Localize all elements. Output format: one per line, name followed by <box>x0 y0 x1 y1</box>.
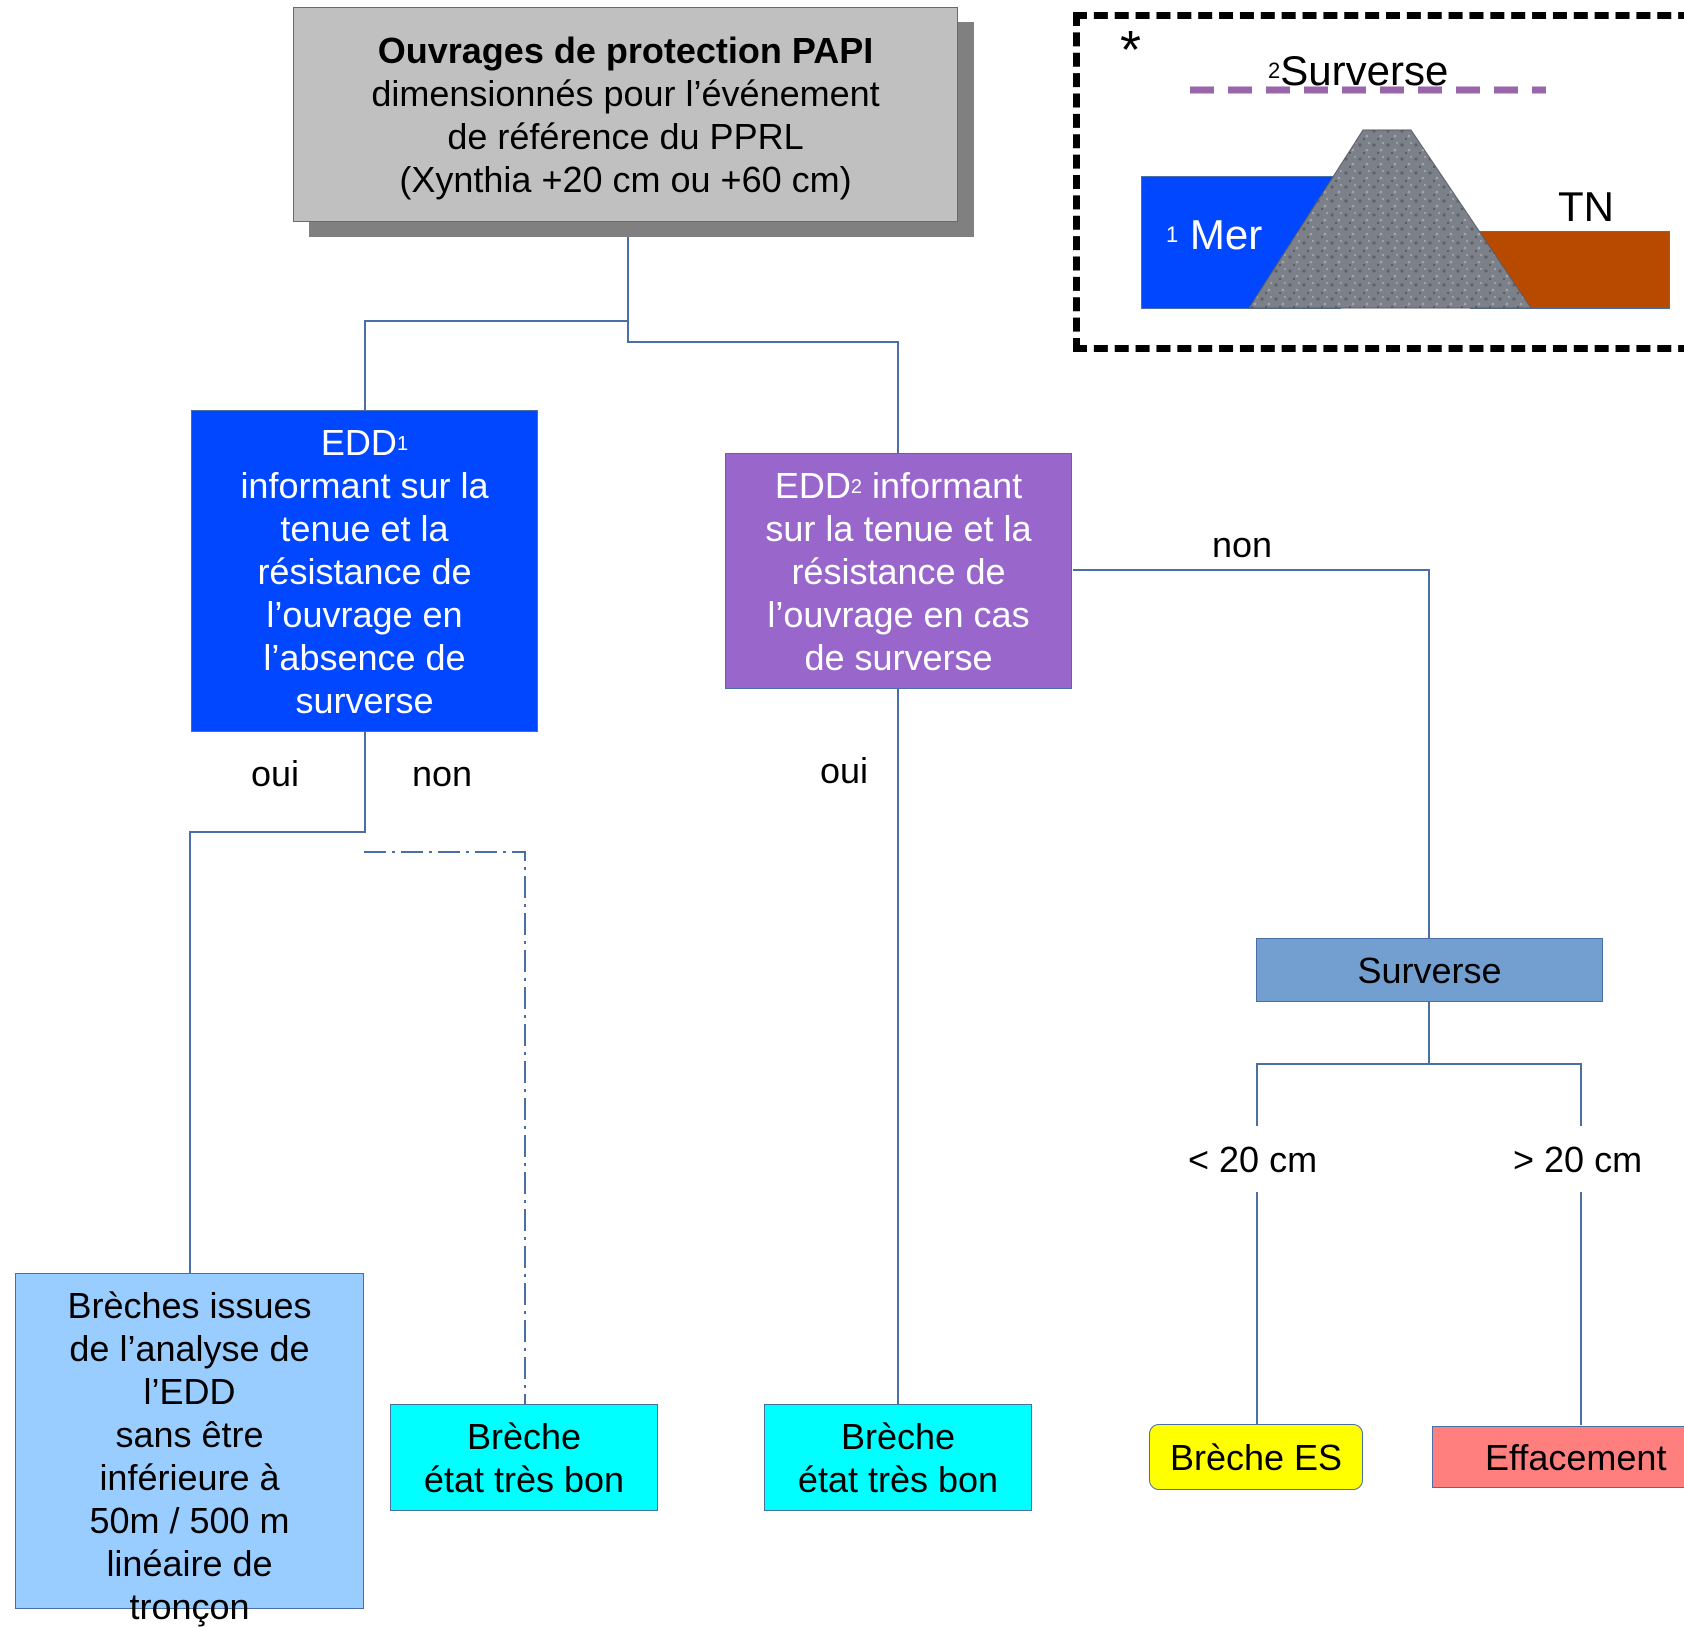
edd1-line: résistance de <box>257 550 472 592</box>
breches-edd-line: l’EDD <box>143 1371 236 1412</box>
label-edd2-non: non <box>1212 524 1273 565</box>
edd1-line: informant sur la <box>240 464 489 506</box>
effacement-box: Effacement <box>1432 1426 1684 1488</box>
breches-edd-line: tronçon <box>129 1586 250 1627</box>
edd2-title: EDD2 informant <box>774 464 1023 506</box>
breche-1-line: Brèche <box>466 1415 582 1457</box>
connector-edd2-right <box>1073 569 1430 571</box>
breches-edd-box: Brèches issues de l’analyse de l’EDD san… <box>15 1273 364 1627</box>
surverse-box: Surverse <box>1256 938 1603 1002</box>
breche-1-line: état très bon <box>423 1458 625 1500</box>
connector-oui-left <box>189 831 366 833</box>
effacement-label: Effacement <box>1485 1436 1667 1478</box>
edd1-line: l’absence de <box>263 636 466 678</box>
legend-tn-label: TN <box>1558 183 1614 230</box>
connector-root-right <box>627 341 899 343</box>
edd1-line: surverse <box>295 679 434 721</box>
edd2-line: sur la tenue et la <box>765 507 1032 549</box>
edd2-line: résistance de <box>791 550 1006 592</box>
label-edd1-oui: oui <box>251 753 300 794</box>
root-box: Ouvrages de protection PAPI dimensionnés… <box>293 7 958 222</box>
root-line2: de référence du PPRL <box>447 115 804 157</box>
breche-box-2: Brèche état très bon <box>764 1404 1032 1511</box>
edd2-line: de surverse <box>804 636 993 678</box>
edd1-line: tenue et la <box>280 507 449 549</box>
label-edd1-non: non <box>412 753 473 794</box>
legend-mer-label: 1 Mer <box>1166 211 1263 258</box>
legend-surverse-line <box>1190 86 1546 94</box>
connector-left-down <box>364 320 366 411</box>
edd2-line: l’ouvrage en cas <box>767 593 1030 635</box>
breches-edd-line: linéaire de <box>106 1543 273 1584</box>
label-lt20: < 20 cm <box>1188 1139 1318 1180</box>
edd1-box: EDD1 informant sur la tenue et la résist… <box>191 410 538 732</box>
legend-asterisk: * <box>1120 20 1142 80</box>
legend-surverse-label: 2Surverse <box>1268 47 1449 94</box>
root-line1: dimensionnés pour l’événement <box>371 72 880 114</box>
connector-oui-down <box>189 831 191 1273</box>
breches-edd-line: 50m / 500 m <box>89 1500 290 1541</box>
breches-edd-line: Brèches issues <box>67 1285 312 1326</box>
connector-lt20-down <box>1256 1192 1258 1425</box>
connector-split-h <box>1256 1063 1582 1065</box>
edd1-title: EDD1 <box>320 421 409 463</box>
connector-edd2-down <box>897 689 899 1405</box>
breches-edd-line: de l’analyse de <box>69 1328 310 1369</box>
breche-es-label: Brèche ES <box>1169 1436 1343 1478</box>
label-edd2-oui: oui <box>820 750 869 791</box>
edd2-box: EDD2 informant sur la tenue et la résist… <box>725 453 1072 689</box>
connector-non-dashed <box>364 851 526 1404</box>
edd1-line: l’ouvrage en <box>266 593 463 635</box>
connector-gt20-up <box>1580 1063 1582 1126</box>
breches-edd-line: inférieure à <box>99 1457 280 1498</box>
label-gt20: > 20 cm <box>1513 1139 1643 1180</box>
connector-edd1-down <box>364 732 366 833</box>
legend-frame <box>1073 12 1684 352</box>
breches-edd-line: sans être <box>115 1414 264 1455</box>
root-line3: (Xynthia +20 cm ou +60 cm) <box>399 158 852 200</box>
connector-lt20-up <box>1256 1063 1258 1126</box>
breche-2-line: état très bon <box>797 1458 999 1500</box>
connector-root-down <box>627 224 629 343</box>
surverse-box-label: Surverse <box>1357 949 1502 991</box>
breche-2-line: Brèche <box>840 1415 956 1457</box>
breche-es-box: Brèche ES <box>1149 1424 1363 1490</box>
connector-gt20-down <box>1580 1192 1582 1425</box>
breche-box-1: Brèche état très bon <box>390 1404 658 1511</box>
connector-right-down <box>897 341 899 453</box>
connector-non-down <box>1428 569 1430 938</box>
legend-dike-icon <box>1248 129 1532 309</box>
root-title: Ouvrages de protection PAPI <box>377 29 874 71</box>
connector-surverse-down <box>1428 1002 1430 1065</box>
connector-root-left <box>364 320 629 322</box>
